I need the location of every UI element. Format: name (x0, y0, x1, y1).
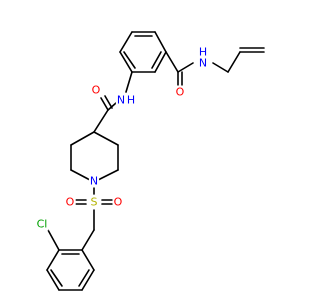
atom-sulfonyl-o-left: O (66, 196, 75, 209)
double-bond (123, 51, 136, 69)
atom-label-backdrops (35, 45, 209, 231)
sulfur-label: S (91, 196, 98, 209)
nitrogen-label: N (199, 57, 207, 70)
bond (70, 131, 95, 146)
oxygen-label: O (176, 86, 185, 99)
hydrogen-label: H (127, 94, 135, 107)
bond (93, 109, 109, 133)
double-bond (104, 95, 113, 109)
bond (46, 269, 60, 291)
bond (177, 62, 194, 73)
molecule-structure: N H O N H O N S O O (35, 31, 265, 291)
double-bond (78, 269, 90, 287)
bond (81, 229, 95, 251)
bond (93, 131, 119, 146)
atom-label-backdrop (197, 45, 209, 59)
bond (119, 51, 133, 73)
molecule-canvas: N H O N H O N S O O (35, 31, 265, 291)
atom-sulfonyl-o-right: O (114, 196, 123, 209)
bond (227, 51, 241, 73)
atom-carbonyl-o-left: O (92, 84, 101, 97)
atom-label-backdrop (88, 174, 100, 188)
atom-label-backdrop (90, 83, 102, 97)
oxygen-label: O (92, 84, 101, 97)
bond (97, 169, 119, 181)
bond (212, 62, 229, 73)
bond (81, 269, 95, 291)
atom-label-backdrop (112, 195, 124, 209)
bond (119, 31, 133, 53)
nitrogen-label: N (117, 94, 125, 107)
bond (46, 249, 60, 271)
atom-label-backdrop (35, 217, 49, 231)
bond (81, 249, 95, 271)
atom-label-backdrop (115, 93, 127, 107)
double-bond (50, 269, 63, 287)
atom-label-backdrop (174, 85, 186, 99)
atom-amide-nh-left: N H (117, 94, 135, 107)
bonds (46, 31, 265, 291)
double-bond (100, 97, 109, 111)
double-bond (151, 51, 162, 69)
atom-label-backdrop (64, 195, 76, 209)
atom-carbonyl-o-right: O (176, 86, 185, 99)
atom-amide-nh-right: N H (199, 46, 207, 70)
nitrogen-label: N (90, 175, 98, 188)
chlorine-label: Cl (37, 218, 48, 231)
atom-sulfur: S (91, 196, 98, 209)
atom-chlorine: Cl (37, 218, 48, 231)
bond (154, 31, 167, 53)
bond (165, 51, 179, 73)
bond (47, 229, 60, 251)
atom-label-backdrop (197, 56, 209, 70)
atom-label-backdrop (89, 195, 99, 209)
bond (125, 71, 133, 93)
oxygen-label: O (66, 196, 75, 209)
atom-label-backdrop (125, 93, 137, 107)
bond (154, 51, 167, 73)
oxygen-label: O (114, 196, 123, 209)
atom-labels: N H O N H O N S O O (37, 46, 208, 231)
hydrogen-label: H (199, 46, 207, 59)
bond (70, 169, 91, 181)
atom-ring-nitrogen: N (90, 175, 98, 188)
